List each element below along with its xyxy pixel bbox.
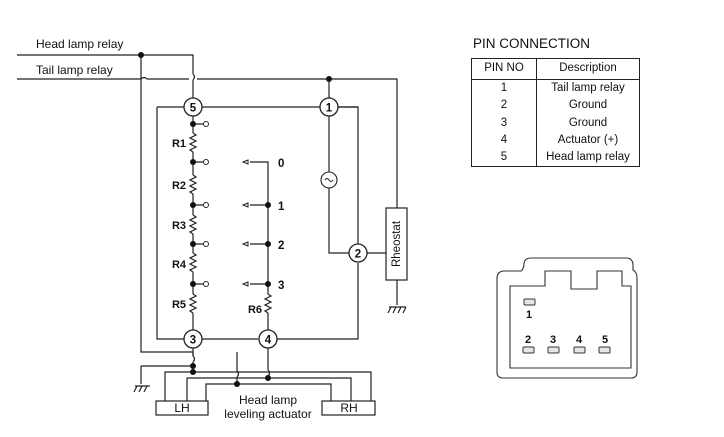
switch-position-3: 3 bbox=[278, 280, 284, 292]
column-header-description: Description bbox=[536, 58, 640, 80]
pin-description: Ground bbox=[568, 99, 608, 112]
pin-description: Actuator (+) bbox=[557, 133, 619, 146]
terminal-5-label: 5 bbox=[190, 103, 197, 115]
switch-position-1: 1 bbox=[278, 201, 285, 213]
resistor-r2 bbox=[188, 174, 198, 195]
resistor-r3 bbox=[188, 214, 198, 235]
connector-pins bbox=[522, 298, 611, 354]
terminal-1 bbox=[319, 97, 339, 117]
actuator-rh-label: RH bbox=[340, 401, 357, 415]
head-lamp-relay-wire bbox=[17, 54, 194, 74]
terminal-4-label: 4 bbox=[265, 335, 272, 347]
terminal-2-label: 2 bbox=[355, 249, 361, 261]
connector-pin-3-label: 3 bbox=[550, 334, 556, 346]
ground-icon bbox=[387, 306, 407, 314]
pin-number: 3 bbox=[471, 114, 537, 132]
table-row: 4 Actuator (+) bbox=[471, 131, 640, 150]
actuator-rh-box bbox=[321, 400, 376, 416]
illumination-lamp-icon bbox=[320, 171, 338, 189]
pin-description: Tail lamp relay bbox=[551, 82, 625, 94]
pin-connection-title: PIN CONNECTION bbox=[473, 36, 591, 51]
actuator-label-line2: leveling actuator bbox=[224, 407, 311, 421]
resistor-label-r4: R4 bbox=[172, 259, 187, 271]
table-row: 5 Head lamp relay bbox=[471, 149, 640, 167]
terminal-5 bbox=[183, 97, 203, 117]
resistor-r6 bbox=[263, 293, 273, 314]
connector-pin-5-label: 5 bbox=[602, 334, 608, 346]
connector-pin-2-label: 2 bbox=[525, 334, 531, 346]
terminal-3-label: 3 bbox=[190, 335, 196, 347]
terminal-4 bbox=[258, 329, 278, 349]
resistor-r4 bbox=[188, 252, 198, 273]
pin-description: Head lamp relay bbox=[546, 151, 630, 164]
actuator-label-line1: Head lamp bbox=[239, 393, 297, 407]
resistor-label-r3: R3 bbox=[172, 220, 186, 232]
pin-number: 5 bbox=[471, 149, 537, 167]
switch-contacts bbox=[203, 121, 249, 287]
table-row: 3 Ground bbox=[471, 114, 640, 132]
head-lamp-relay-label: Head lamp relay bbox=[36, 37, 123, 51]
terminal-3 bbox=[183, 329, 203, 349]
resistor-label-r5: R5 bbox=[172, 299, 186, 311]
connector-pin-4-label: 4 bbox=[576, 334, 583, 346]
pin-number: 2 bbox=[471, 97, 537, 115]
tail-lamp-relay-label: Tail lamp relay bbox=[36, 63, 113, 77]
terminal-2 bbox=[348, 243, 368, 263]
actuator-lh-box bbox=[155, 400, 209, 416]
terminal-1-label: 1 bbox=[326, 103, 333, 115]
table-row: 1 Tail lamp relay bbox=[471, 79, 640, 98]
connector-pin-1-label: 1 bbox=[526, 309, 532, 321]
resistor-r1 bbox=[188, 132, 198, 153]
rheostat-label: Rheostat bbox=[391, 220, 403, 267]
pin-number: 1 bbox=[471, 79, 537, 98]
table-header-row: PIN NO Description bbox=[471, 58, 640, 80]
resistor-label-r6: R6 bbox=[248, 304, 262, 316]
pin-description: Ground bbox=[568, 116, 608, 129]
resistor-r5 bbox=[188, 293, 198, 314]
switch-position-2: 2 bbox=[278, 240, 284, 252]
pin-connection-table: PIN NO Description 1 Tail lamp relay 2 G… bbox=[471, 58, 640, 168]
switch-position-0: 0 bbox=[278, 158, 284, 170]
table-row: 2 Ground bbox=[471, 97, 640, 115]
connector-face bbox=[496, 257, 638, 379]
resistor-label-r1: R1 bbox=[172, 138, 186, 150]
junction-dots bbox=[138, 52, 332, 387]
resistor-label-r2: R2 bbox=[172, 180, 186, 192]
pin-number: 4 bbox=[471, 131, 537, 150]
actuator-lh-label: LH bbox=[174, 401, 189, 415]
column-header-pin-no: PIN NO bbox=[471, 58, 537, 80]
